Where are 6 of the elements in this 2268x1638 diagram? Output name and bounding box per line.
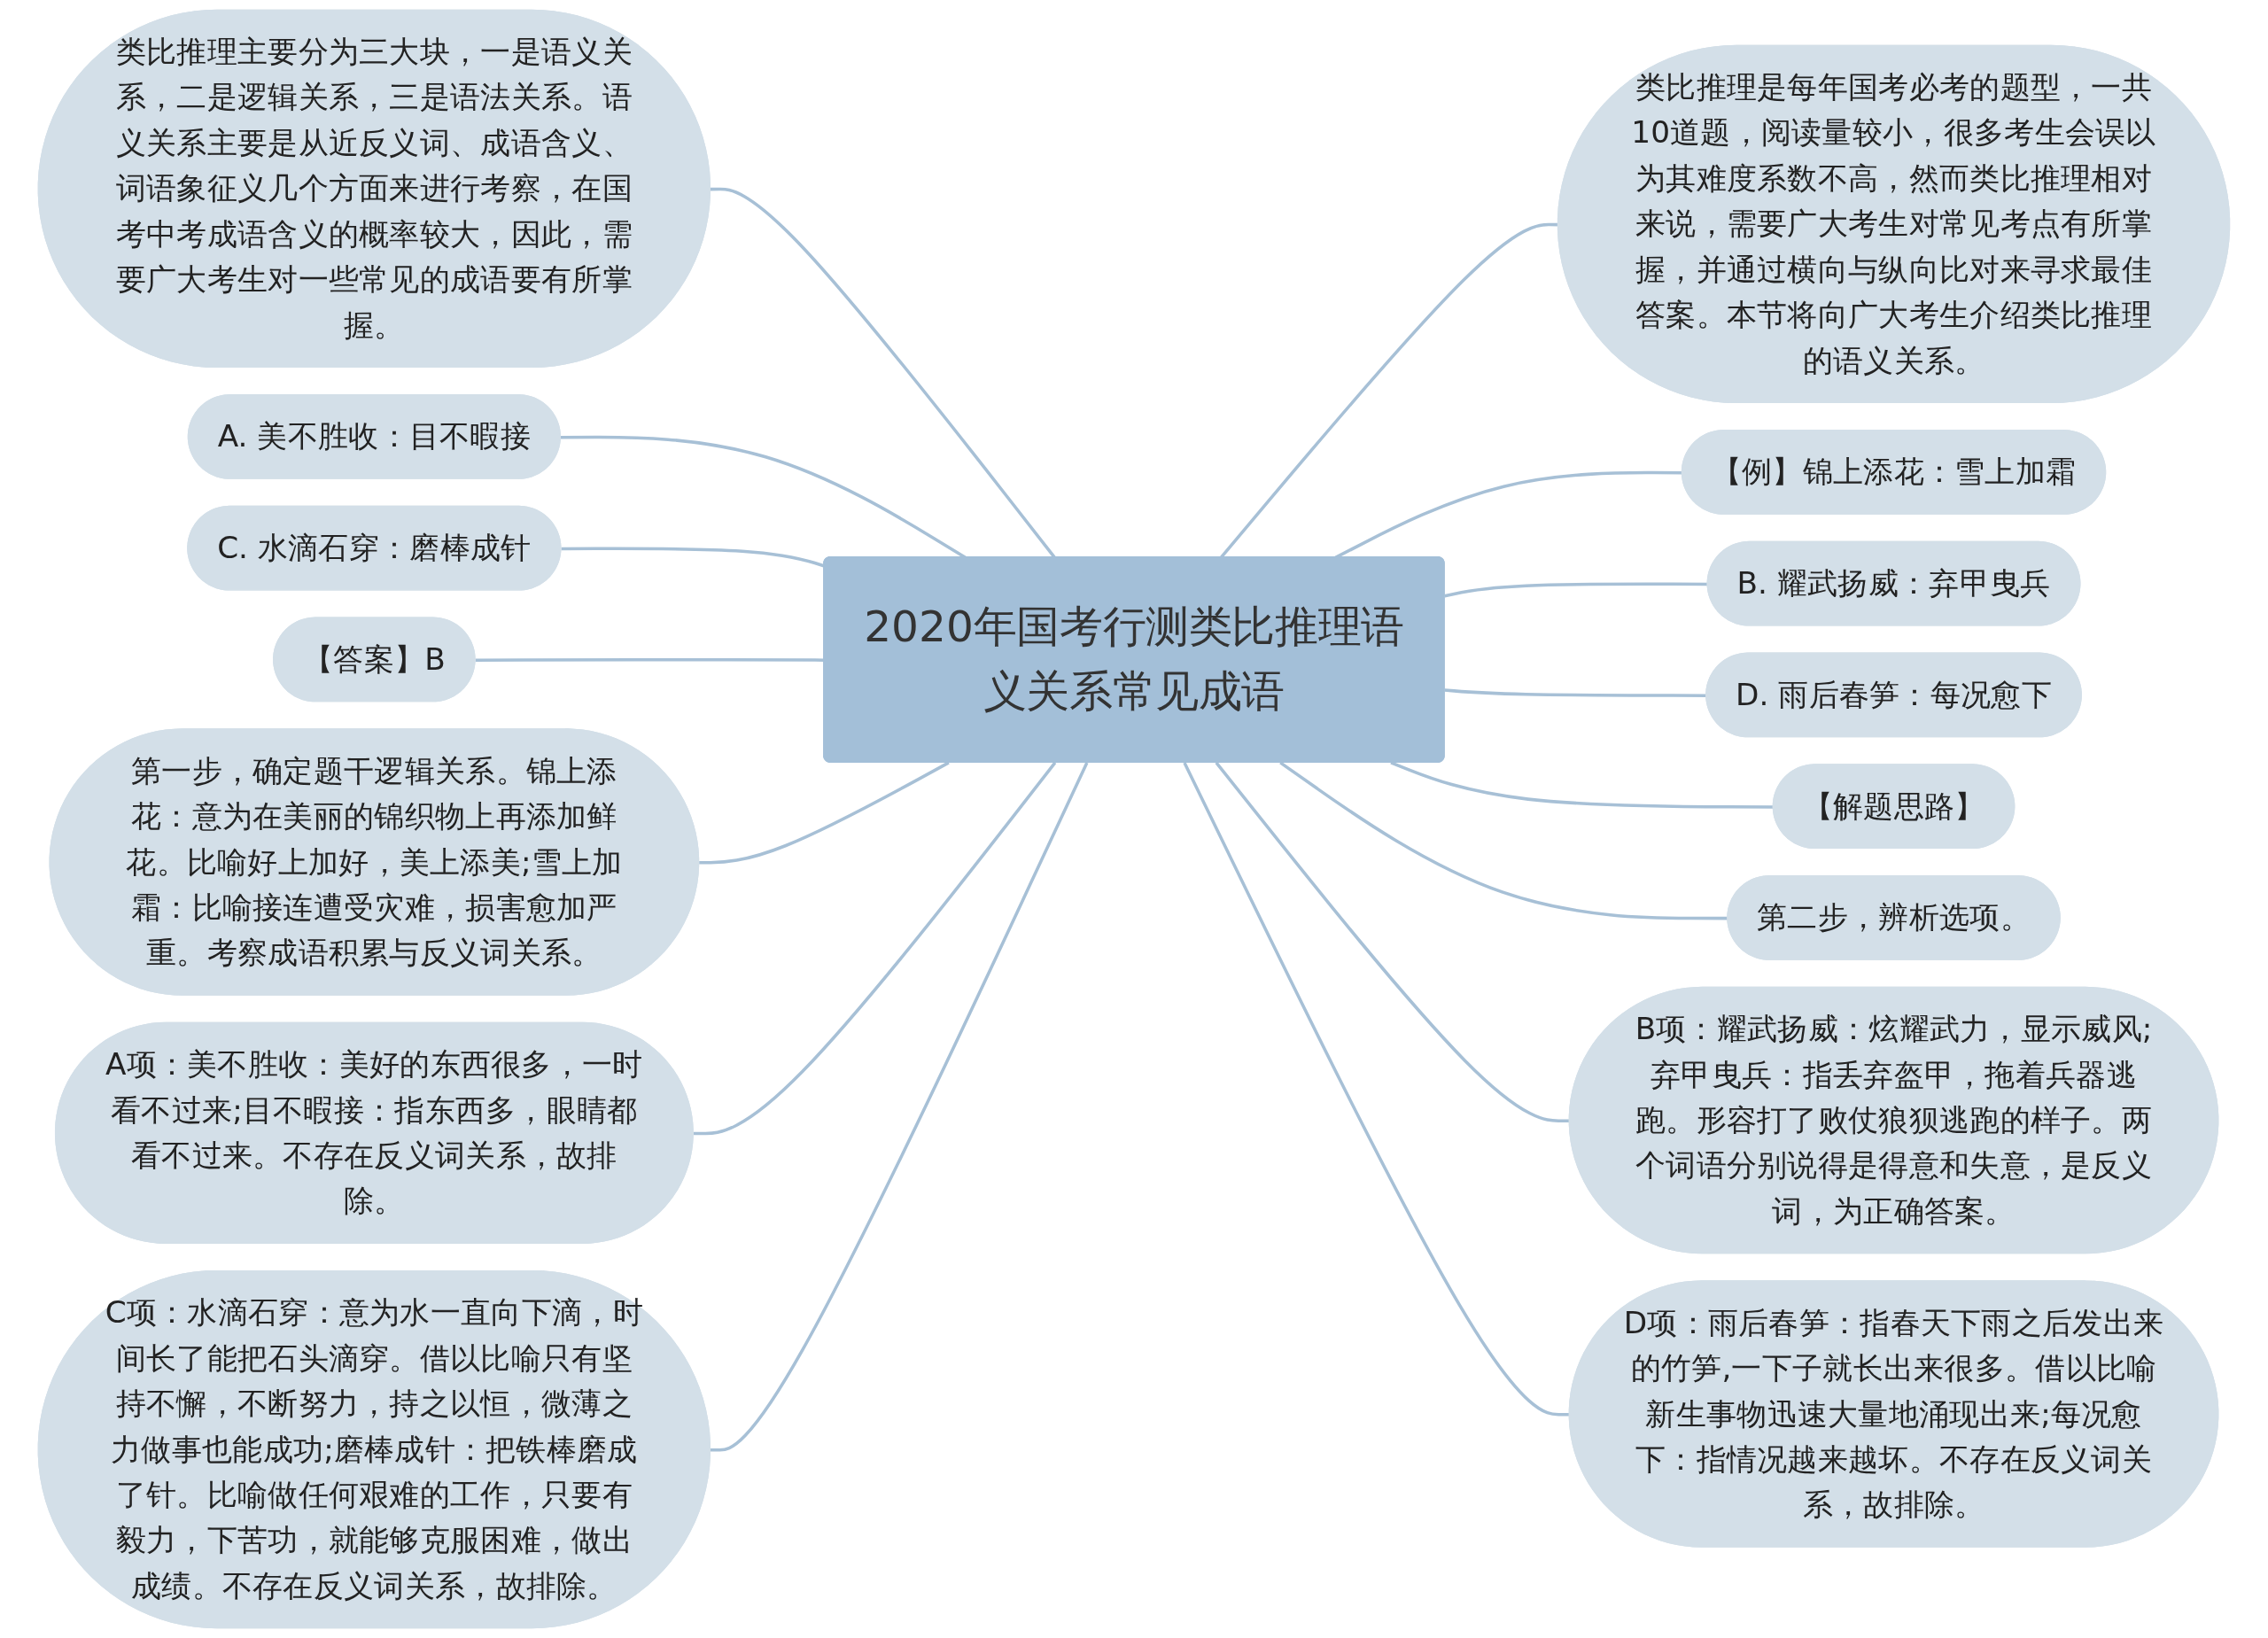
connector [699, 761, 950, 865]
connector [1279, 761, 1728, 920]
connector [561, 547, 826, 568]
connector [711, 762, 1089, 1452]
connector [693, 761, 1057, 1136]
connector [1444, 688, 1707, 697]
